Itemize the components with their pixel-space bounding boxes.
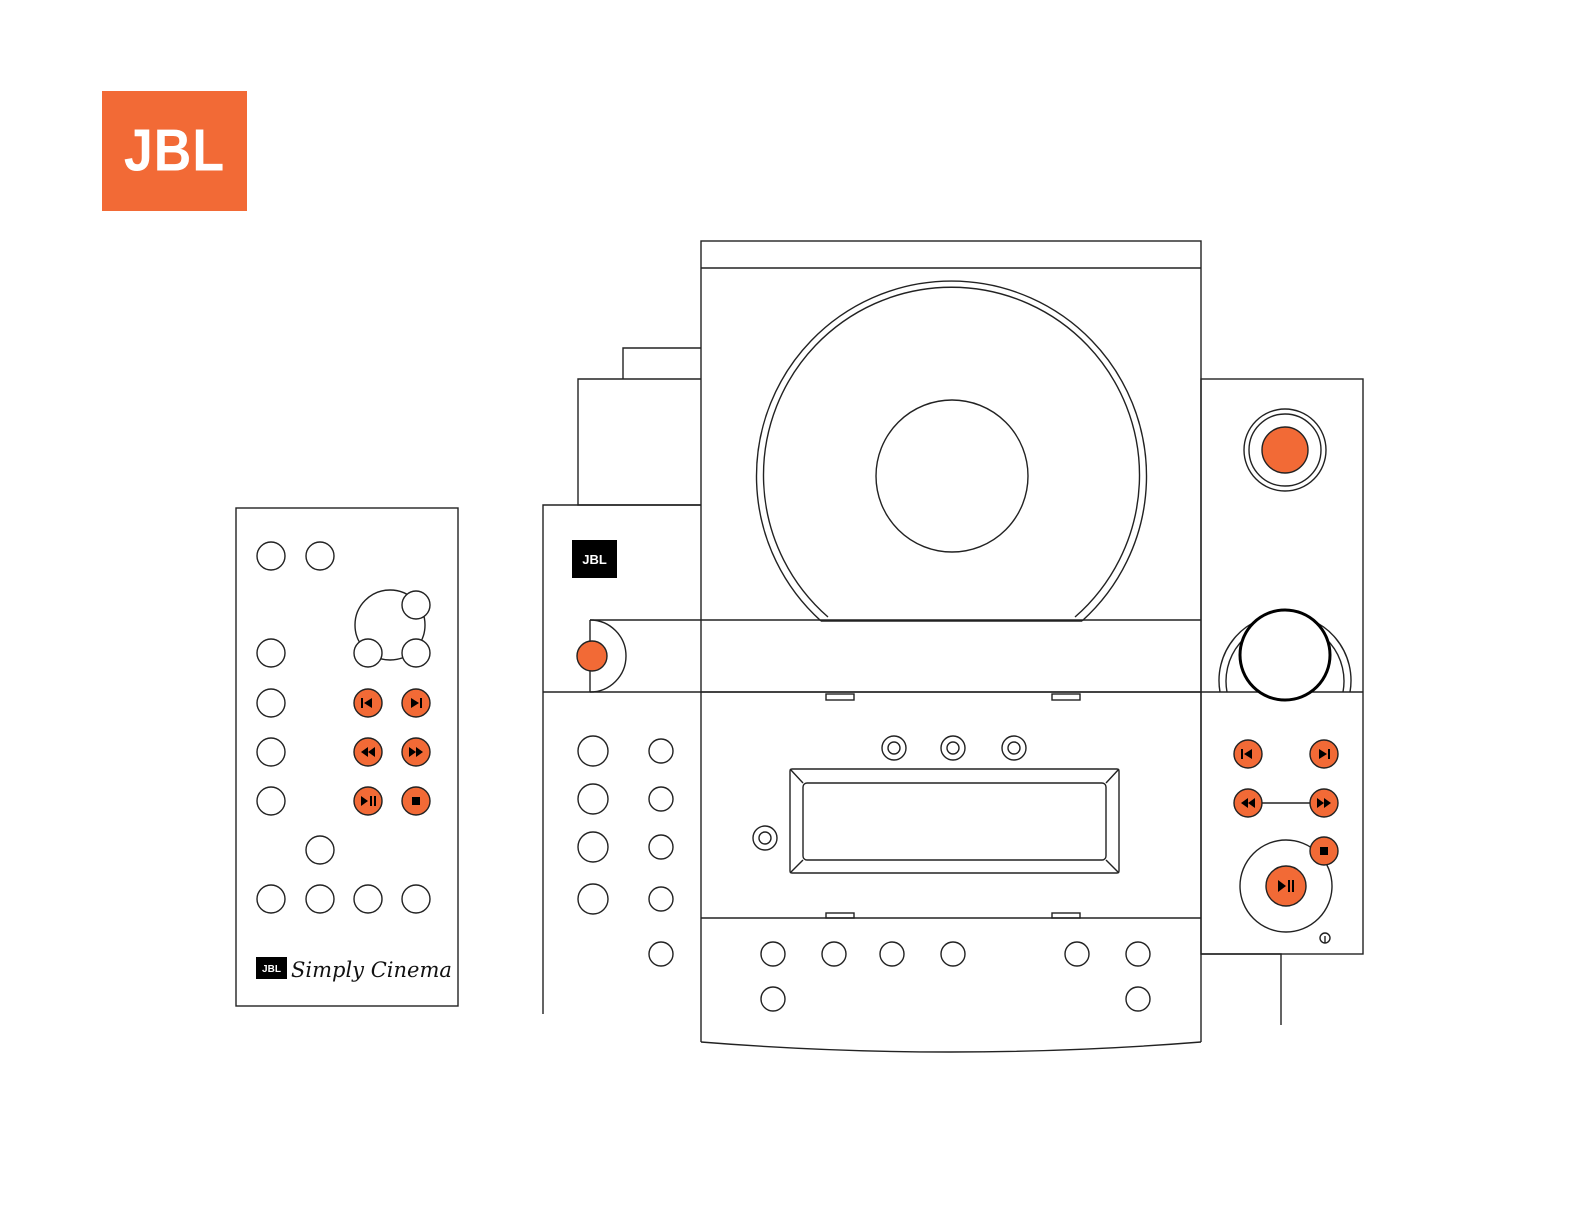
- remote-stop-button[interactable]: [402, 787, 430, 815]
- remote-simply-cinema-text: Simply Cinema: [291, 958, 452, 982]
- remote-nav-right-button[interactable]: [402, 639, 430, 667]
- remote-button-3[interactable]: [257, 639, 285, 667]
- bottom-button-3[interactable]: [880, 942, 904, 966]
- cd-disc-hub: [876, 400, 1028, 552]
- remote-button-5[interactable]: [257, 738, 285, 766]
- remote-button-7[interactable]: [306, 836, 334, 864]
- remote-nav-up-button[interactable]: [402, 591, 430, 619]
- stop-icon: [1320, 847, 1328, 855]
- bottom-button-5[interactable]: [1065, 942, 1089, 966]
- unit-fast-forward-button[interactable]: [1310, 789, 1338, 817]
- main-unit: JBL: [543, 241, 1363, 1052]
- remote-button-9[interactable]: [306, 885, 334, 913]
- panel-button-6[interactable]: [649, 787, 673, 811]
- remote-button-4[interactable]: [257, 689, 285, 717]
- bottom-button-1[interactable]: [761, 942, 785, 966]
- headphone-icon: [1320, 933, 1330, 943]
- cd-window-outer: [763, 287, 1139, 617]
- bottom-button-2[interactable]: [822, 942, 846, 966]
- panel-button-1[interactable]: [578, 736, 608, 766]
- volume-knob[interactable]: [1240, 610, 1330, 700]
- panel-button-8[interactable]: [649, 887, 673, 911]
- panel-button-9[interactable]: [649, 942, 673, 966]
- remote-button-6[interactable]: [257, 787, 285, 815]
- remote-button-11[interactable]: [402, 885, 430, 913]
- remote-button-1[interactable]: [257, 542, 285, 570]
- bottom-button-7[interactable]: [761, 987, 785, 1011]
- source-button[interactable]: [1262, 427, 1308, 473]
- panel-button-5[interactable]: [649, 739, 673, 763]
- display-panel: [790, 769, 1119, 873]
- remote-control: JBL Simply Cinema: [236, 508, 458, 1006]
- remote-next-button[interactable]: [402, 689, 430, 717]
- remote-button-8[interactable]: [257, 885, 285, 913]
- cd-housing: [701, 241, 1201, 692]
- bottom-button-6[interactable]: [1126, 942, 1150, 966]
- center-knob-2[interactable]: [941, 736, 965, 760]
- remote-button-10[interactable]: [354, 885, 382, 913]
- unit-play-pause-button[interactable]: [1266, 866, 1306, 906]
- unit-next-button[interactable]: [1310, 740, 1338, 768]
- power-button[interactable]: [577, 641, 607, 671]
- panel-button-4[interactable]: [578, 884, 608, 914]
- remote-nav-left-button[interactable]: [354, 639, 382, 667]
- unit-stop-button[interactable]: [1310, 837, 1338, 865]
- bottom-button-8[interactable]: [1126, 987, 1150, 1011]
- left-panel: [543, 505, 701, 1014]
- panel-button-2[interactable]: [578, 784, 608, 814]
- remote-rewind-button[interactable]: [354, 738, 382, 766]
- remote-button-2[interactable]: [306, 542, 334, 570]
- remote-previous-button[interactable]: [354, 689, 382, 717]
- side-knob[interactable]: [753, 826, 777, 850]
- unit-rewind-button[interactable]: [1234, 789, 1262, 817]
- panel-button-3[interactable]: [578, 832, 608, 862]
- remote-jbl-badge-text: JBL: [262, 964, 281, 975]
- remote-play-pause-button[interactable]: [354, 787, 382, 815]
- panel-jbl-badge-text: JBL: [582, 552, 607, 567]
- center-knob-1[interactable]: [882, 736, 906, 760]
- unit-previous-button[interactable]: [1234, 740, 1262, 768]
- panel-button-7[interactable]: [649, 835, 673, 859]
- bottom-button-4[interactable]: [941, 942, 965, 966]
- stop-icon: [412, 797, 420, 805]
- center-knob-3[interactable]: [1002, 736, 1026, 760]
- remote-fast-forward-button[interactable]: [402, 738, 430, 766]
